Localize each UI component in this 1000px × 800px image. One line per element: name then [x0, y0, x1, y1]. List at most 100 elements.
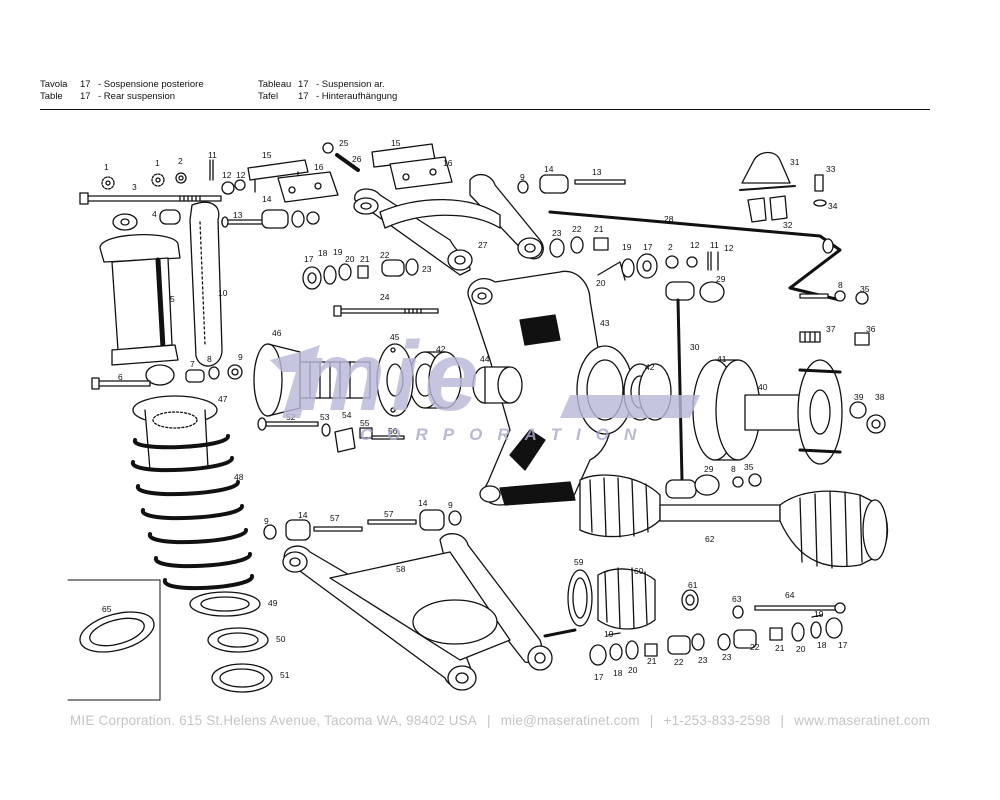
- part-callout-20: 20: [345, 254, 355, 264]
- part-callout-61: 61: [688, 580, 698, 590]
- header-de: Tafel 17 - Hinteraufhängung: [258, 91, 398, 102]
- part-callout-4: 4: [152, 209, 157, 219]
- bolt-part-57: [263, 509, 462, 541]
- part-callout-39: 39: [854, 392, 864, 402]
- part-callout-2: 2: [178, 156, 183, 166]
- footer-separator: |: [649, 713, 654, 728]
- bolt-part-26: [322, 142, 360, 172]
- part-callout-56: 56: [388, 426, 398, 436]
- part-callout-27: 27: [478, 240, 488, 250]
- mie-watermark-logo: mie CORPORATION: [270, 321, 700, 444]
- footer-phone: +1-253-833-2598: [663, 713, 771, 728]
- bushing-set-part-19-23: [549, 236, 719, 281]
- part-callout-45: 45: [390, 332, 400, 342]
- bushing-set-part-17-23-lower-right: [717, 617, 843, 651]
- part-callout-60: 60: [634, 566, 644, 576]
- part-callout-55: 55: [360, 418, 370, 428]
- part-callout-29: 29: [704, 464, 714, 474]
- long-bolt-part-3: [79, 192, 222, 205]
- part-callout-18: 18: [318, 248, 328, 258]
- part-callout-23: 23: [698, 655, 708, 665]
- spring-seat-part-49: [189, 591, 273, 693]
- part-callout-37: 37: [826, 324, 836, 334]
- drop-link-part-30: [665, 281, 762, 499]
- part-callout-62: 62: [705, 534, 715, 544]
- part-callout-5: 5: [170, 294, 175, 304]
- part-callout-51: 51: [280, 670, 290, 680]
- part-callout-15: 15: [391, 138, 401, 148]
- part-callout-65: 65: [102, 604, 112, 614]
- inset-box: [67, 579, 161, 701]
- part-callout-22: 22: [750, 642, 760, 652]
- lower-wishbone-part-58: [282, 533, 577, 691]
- part-callout-21: 21: [775, 643, 785, 653]
- part-callout-21: 21: [594, 224, 604, 234]
- part-callout-12: 12: [236, 170, 246, 180]
- footer-contact-line: MIE Corporation. 615 St.Helens Avenue, T…: [0, 713, 1000, 728]
- header-fr: Tableau 17 - Suspension ar.: [258, 79, 385, 90]
- part-callout-9: 9: [264, 516, 269, 526]
- bushing-set-part-17-23-lower-left: [589, 632, 705, 666]
- part-callout-18: 18: [613, 668, 623, 678]
- part-callout-17: 17: [594, 672, 604, 682]
- bolt-part-24: [333, 305, 439, 317]
- watermark-logo-text: mie: [298, 321, 485, 431]
- bracket-part-15-16: [247, 159, 339, 203]
- part-callout-17: 17: [643, 242, 653, 252]
- part-callout-6: 6: [118, 372, 123, 382]
- drive-shaft-part-62: [579, 474, 889, 569]
- footer-email-link[interactable]: mie@maseratinet.com: [500, 713, 640, 728]
- footer-separator: |: [487, 713, 491, 728]
- part-callout-1: 1: [155, 158, 160, 168]
- part-callout-47: 47: [218, 394, 228, 404]
- part-callout-14: 14: [262, 194, 272, 204]
- part-callout-46: 46: [272, 328, 282, 338]
- part-callout-43: 43: [600, 318, 610, 328]
- bolt-part-64: [732, 602, 846, 619]
- part-callout-9: 9: [520, 172, 525, 182]
- bracket-part-15-16-right: [371, 143, 453, 190]
- part-callout-57: 57: [384, 509, 394, 519]
- watermark-sub-text: CORPORATION: [360, 425, 651, 444]
- part-callout-64: 64: [785, 590, 795, 600]
- part-callout-12: 12: [724, 243, 734, 253]
- part-callout-48: 48: [234, 472, 244, 482]
- part-callout-12: 12: [690, 240, 700, 250]
- shock-absorber-part-5: [99, 213, 181, 386]
- bar-bracket-part-31: [739, 151, 827, 223]
- wheel-stud-part-37: [799, 331, 886, 434]
- part-callout-22: 22: [572, 224, 582, 234]
- part-callout-3: 3: [132, 182, 137, 192]
- part-callout-59: 59: [574, 557, 584, 567]
- bolt-part-13: [209, 159, 320, 229]
- part-callout-33: 33: [826, 164, 836, 174]
- part-callout-19: 19: [333, 247, 343, 257]
- part-callout-54: 54: [342, 410, 352, 420]
- bolt-part-52: [257, 417, 405, 453]
- part-callout-13: 13: [592, 167, 602, 177]
- part-callout-8: 8: [207, 354, 212, 364]
- part-callout-23: 23: [552, 228, 562, 238]
- part-callout-23: 23: [722, 652, 732, 662]
- part-callout-21: 21: [647, 656, 657, 666]
- part-callout-17: 17: [304, 254, 314, 264]
- stub-axle-part-46: [253, 343, 371, 417]
- part-callout-58: 58: [396, 564, 406, 574]
- part-callout-19: 19: [604, 629, 614, 639]
- part-callout-22: 22: [674, 657, 684, 667]
- part-callout-28: 28: [664, 214, 674, 224]
- part-callout-42: 42: [436, 344, 446, 354]
- part-callout-13: 13: [233, 210, 243, 220]
- part-callout-16: 16: [443, 158, 453, 168]
- part-callout-20: 20: [628, 665, 638, 675]
- footer-website-link[interactable]: www.maseratinet.com: [794, 713, 931, 728]
- part-callout-19: 19: [814, 609, 824, 619]
- part-callout-8: 8: [838, 280, 843, 290]
- bolt-part-6: [91, 364, 243, 390]
- part-callout-11: 11: [208, 150, 217, 160]
- part-callout-2: 2: [668, 242, 673, 252]
- part-callout-63: 63: [732, 594, 742, 604]
- part-callout-7: 7: [190, 359, 195, 369]
- part-callout-25: 25: [339, 138, 349, 148]
- part-callout-35: 35: [860, 284, 870, 294]
